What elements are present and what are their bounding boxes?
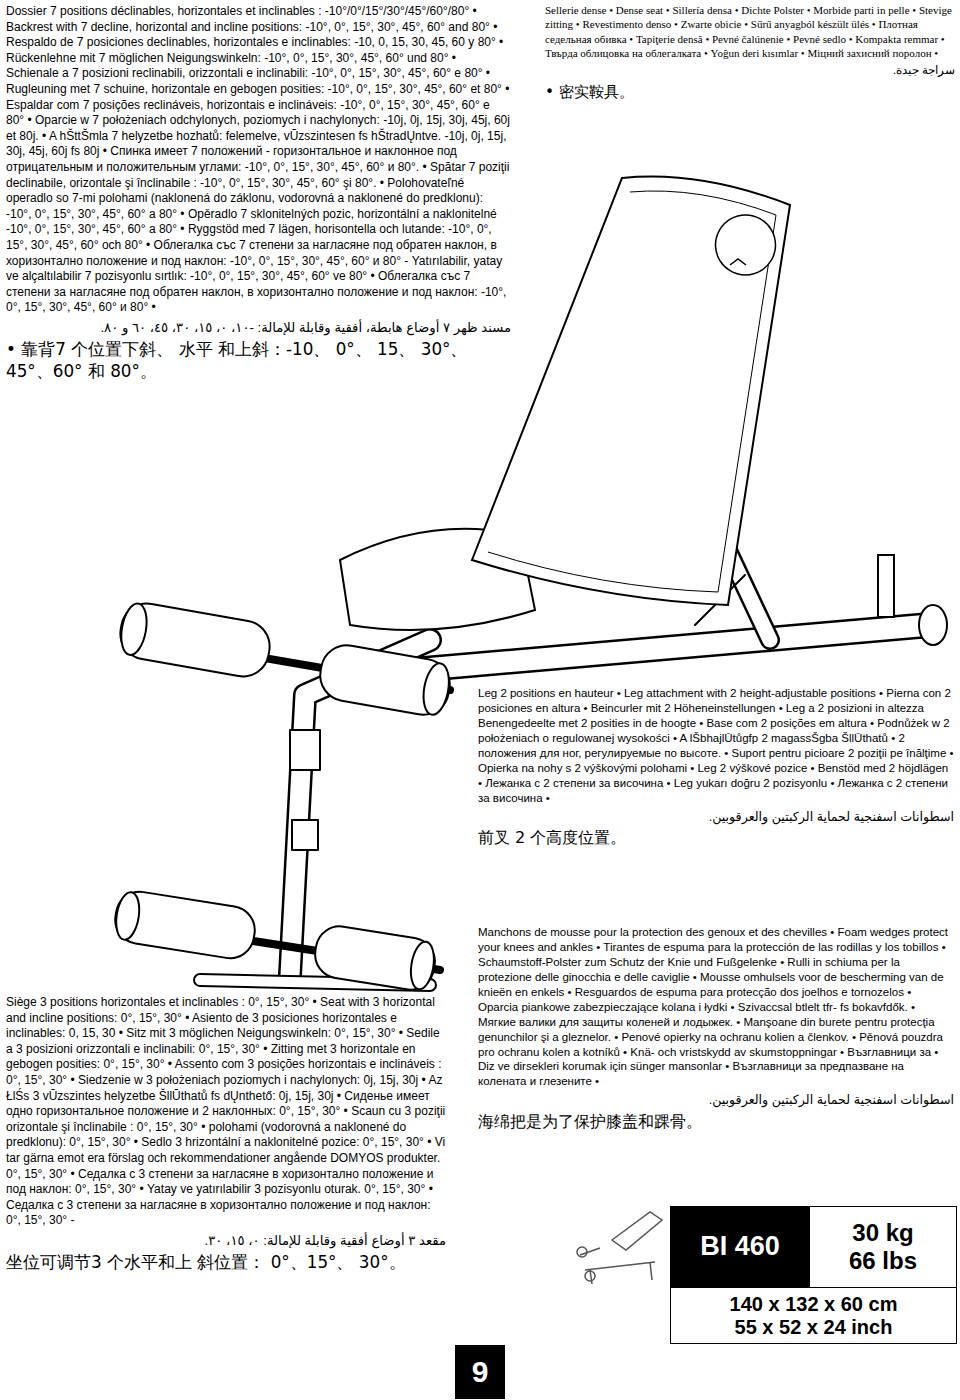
text-column: Manchons de mousse pour la protection de… bbox=[478, 925, 954, 1133]
page-number: 9 bbox=[455, 1345, 505, 1399]
weight-box: 30 kg66 lbs bbox=[809, 1206, 957, 1288]
chinese-text: 前叉 2 个高度位置。 bbox=[478, 828, 954, 849]
roller-end bbox=[113, 891, 142, 942]
multilingual-text: Manchons de mousse pour la protection de… bbox=[478, 925, 954, 1089]
text-column: Dossier 7 positions déclinables, horizon… bbox=[6, 4, 511, 383]
foam-roller bbox=[116, 599, 273, 680]
text-column: Leg 2 positions en hauteur • Leg attachm… bbox=[478, 686, 954, 849]
roller-end bbox=[408, 940, 437, 991]
arabic-text: مقعد ٣ أوضاع أفقية وقابلة للإمالة: ٠، ١٥… bbox=[6, 1232, 446, 1249]
foam-roller bbox=[112, 888, 258, 961]
pin-clip bbox=[290, 730, 320, 770]
cell-text: 66 lbs bbox=[849, 1247, 917, 1275]
cell-text: 30 kg bbox=[852, 1219, 913, 1247]
arabic-text: مسند ظهر ٧ أوضاع هابطة، أفقية وقابلة للإ… bbox=[6, 319, 511, 336]
multilingual-text: Sellerie dense • Dense seat • Sillería d… bbox=[545, 3, 955, 60]
backrest-pad bbox=[472, 177, 790, 605]
foam-roller bbox=[312, 923, 439, 993]
pin-clip bbox=[292, 820, 318, 850]
weight-peg bbox=[878, 555, 894, 617]
foot-cap bbox=[919, 605, 947, 645]
frame-tube bbox=[390, 625, 930, 672]
arabic-text: اسطوانات اسفنجية لحماية الركبتين والعرقو… bbox=[478, 1092, 954, 1108]
chinese-text: 海绵把是为了保护膝盖和踝骨。 bbox=[478, 1112, 954, 1133]
backrest-seam bbox=[488, 191, 776, 592]
text-column: Siège 3 positions horizontales et inclin… bbox=[6, 995, 446, 1274]
arabic-text: سراجة جيدة. bbox=[545, 63, 955, 79]
cell-text: BI 460 bbox=[700, 1231, 780, 1262]
model-box: BI 460 bbox=[670, 1206, 810, 1288]
foam-roller bbox=[316, 641, 454, 719]
brand-emblem bbox=[716, 215, 776, 275]
cell-text: 55 x 52 x 24 inch bbox=[735, 1316, 893, 1339]
chinese-text: • 密实鞍具。 bbox=[545, 82, 955, 102]
multilingual-text: Dossier 7 positions déclinables, horizon… bbox=[6, 4, 511, 316]
dimension-box: 140 x 132 x 60 cm55 x 52 x 24 inch bbox=[670, 1287, 957, 1344]
multilingual-text: Siège 3 positions horizontales et inclin… bbox=[6, 995, 446, 1229]
cell-text: 140 x 132 x 60 cm bbox=[730, 1293, 898, 1316]
roller-end bbox=[420, 661, 453, 716]
text-column: Sellerie dense • Dense seat • Sillería d… bbox=[545, 3, 955, 102]
cell-text: 9 bbox=[472, 1355, 489, 1390]
arabic-text: اسطوانات اسفنجية لحماية الركبتين والعرقو… bbox=[478, 809, 954, 825]
chinese-text: 坐位可调节3 个水平和上 斜位置： 0°、15°、 30°。 bbox=[6, 1252, 446, 1274]
frame-tube bbox=[390, 625, 930, 672]
roller-end bbox=[118, 602, 151, 657]
multilingual-text: Leg 2 positions en hauteur • Leg attachm… bbox=[478, 686, 954, 806]
bench-thumbnail bbox=[577, 1212, 662, 1284]
chinese-text: • 靠背7 个位置下斜、 水平 和上斜：-10、 0°、 15、 30°、 45… bbox=[6, 339, 511, 383]
